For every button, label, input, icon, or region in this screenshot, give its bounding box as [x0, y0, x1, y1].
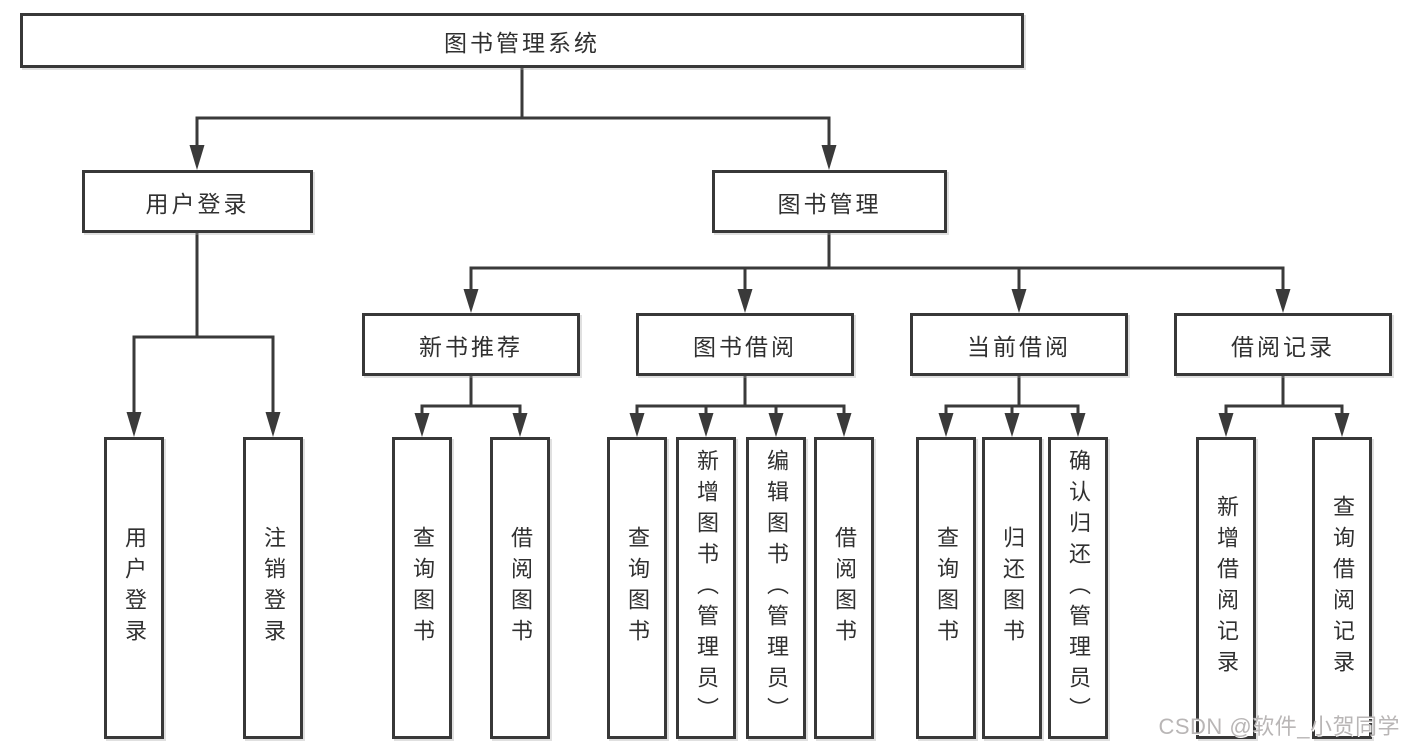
leaf-query-borrow-record: 查询借阅记录 [1312, 437, 1372, 739]
leaf-borrow-books-borrowing-label: 借阅图书 [832, 526, 857, 650]
node-current-borrowing-label: 当前借阅 [967, 333, 1071, 360]
node-borrowing-records-label: 借阅记录 [1231, 333, 1335, 360]
leaf-borrow-books-recommend-label: 借阅图书 [508, 526, 533, 650]
leaf-query-books-current-label: 查询图书 [934, 526, 959, 650]
leaf-return-books: 归还图书 [982, 437, 1042, 739]
leaf-user-login: 用户登录 [104, 437, 164, 739]
node-current-borrowing: 当前借阅 [910, 313, 1128, 376]
leaf-query-books-borrowing: 查询图书 [607, 437, 667, 739]
node-user-login: 用户登录 [82, 170, 313, 233]
node-book-borrowing: 图书借阅 [636, 313, 854, 376]
node-root: 图书管理系统 [20, 13, 1024, 68]
leaf-query-books-recommend: 查询图书 [392, 437, 452, 739]
leaf-query-books-current: 查询图书 [916, 437, 976, 739]
node-book-borrowing-label: 图书借阅 [693, 333, 797, 360]
leaf-add-borrow-record-label: 新增借阅记录 [1214, 495, 1239, 681]
leaf-borrow-books-recommend: 借阅图书 [490, 437, 550, 739]
node-new-book-recommend-label: 新书推荐 [419, 333, 523, 360]
node-root-label: 图书管理系统 [444, 29, 600, 56]
leaf-add-books-admin-label: 新增图书（管理员） [694, 448, 719, 728]
leaf-confirm-return-admin: 确认归还（管理员） [1048, 437, 1108, 739]
leaf-query-books-recommend-label: 查询图书 [410, 526, 435, 650]
node-book-management: 图书管理 [712, 170, 947, 233]
leaf-borrow-books-borrowing: 借阅图书 [814, 437, 874, 739]
node-book-management-label: 图书管理 [777, 190, 882, 217]
csdn-watermark: CSDN @软件_小贺同学 [1158, 714, 1400, 739]
leaf-return-books-label: 归还图书 [1000, 526, 1025, 650]
leaf-logout: 注销登录 [243, 437, 303, 739]
node-user-login-label: 用户登录 [145, 190, 250, 217]
node-new-book-recommend: 新书推荐 [362, 313, 580, 376]
leaf-logout-label: 注销登录 [261, 526, 286, 650]
leaf-query-borrow-record-label: 查询借阅记录 [1330, 495, 1355, 681]
leaf-edit-books-admin-label: 编辑图书（管理员） [764, 448, 789, 728]
leaf-add-books-admin: 新增图书（管理员） [676, 437, 736, 739]
node-borrowing-records: 借阅记录 [1174, 313, 1392, 376]
leaf-add-borrow-record: 新增借阅记录 [1196, 437, 1256, 739]
leaf-query-books-borrowing-label: 查询图书 [625, 526, 650, 650]
leaf-edit-books-admin: 编辑图书（管理员） [746, 437, 806, 739]
leaf-confirm-return-admin-label: 确认归还（管理员） [1066, 448, 1091, 728]
leaf-user-login-label: 用户登录 [122, 526, 147, 650]
